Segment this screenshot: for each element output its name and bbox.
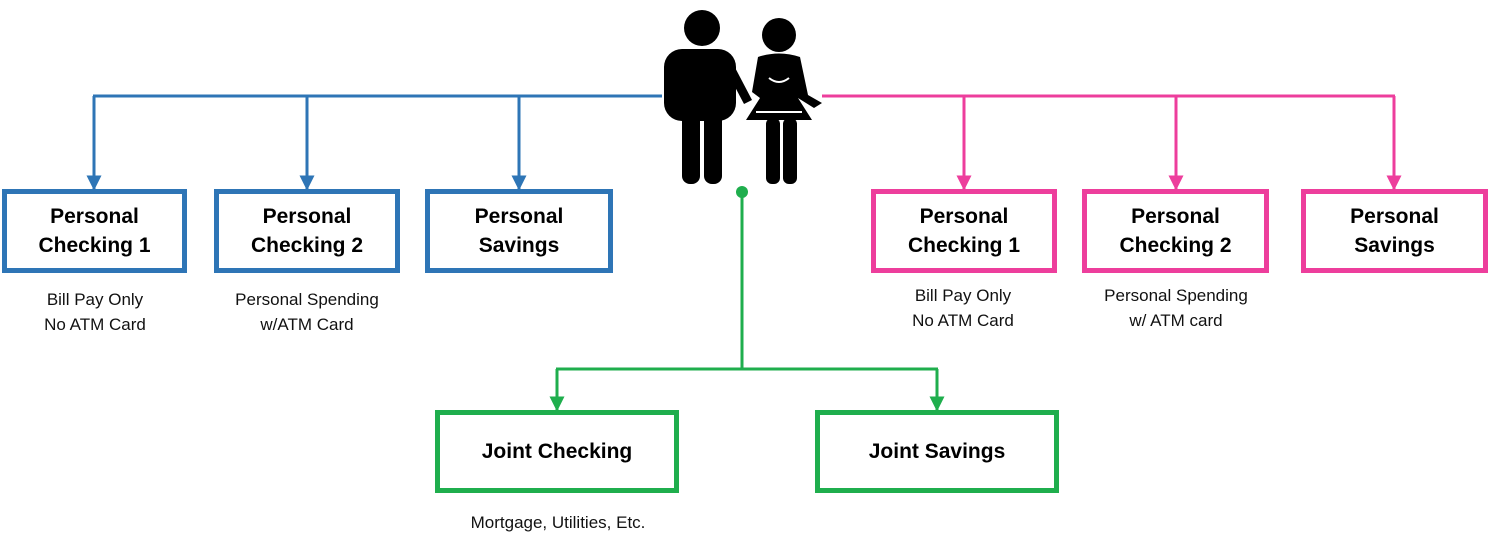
right-checking-2-note: Personal Spending w/ ATM card xyxy=(1104,286,1248,330)
left-checking-2-note: Personal Spending w/ATM Card xyxy=(235,290,379,334)
account-label: Joint Checking xyxy=(481,440,633,463)
joint-checking-box: Joint Checking xyxy=(435,410,679,493)
joint-checking-note: Mortgage, Utilities, Etc. xyxy=(470,513,646,532)
right-connectors xyxy=(822,94,1402,191)
account-label: Personal Savings xyxy=(1350,205,1439,257)
left-checking-1-note: Bill Pay Only No ATM Card xyxy=(44,290,146,334)
left-personal-savings-box: Personal Savings xyxy=(425,189,613,273)
joint-connectors xyxy=(549,192,945,412)
account-label: Personal Checking 1 xyxy=(907,205,1021,257)
joint-savings-box: Joint Savings xyxy=(815,410,1059,493)
account-label: Personal Checking 1 xyxy=(38,205,151,257)
joint-origin-dot xyxy=(736,186,748,198)
left-connectors xyxy=(86,94,662,191)
right-personal-checking-1-box: Personal Checking 1 xyxy=(871,189,1057,273)
left-personal-checking-2-box: Personal Checking 2 xyxy=(214,189,400,273)
account-label: Personal Checking 2 xyxy=(1119,205,1232,257)
account-label: Personal Savings xyxy=(474,205,564,257)
account-label: Personal Checking 2 xyxy=(250,205,364,257)
left-personal-checking-1-box: Personal Checking 1 xyxy=(2,189,187,273)
couple-icon xyxy=(664,10,822,184)
right-checking-1-note: Bill Pay Only No ATM Card xyxy=(912,286,1014,330)
account-label: Joint Savings xyxy=(868,440,1006,463)
right-personal-savings-box: Personal Savings xyxy=(1301,189,1488,273)
right-personal-checking-2-box: Personal Checking 2 xyxy=(1082,189,1269,273)
